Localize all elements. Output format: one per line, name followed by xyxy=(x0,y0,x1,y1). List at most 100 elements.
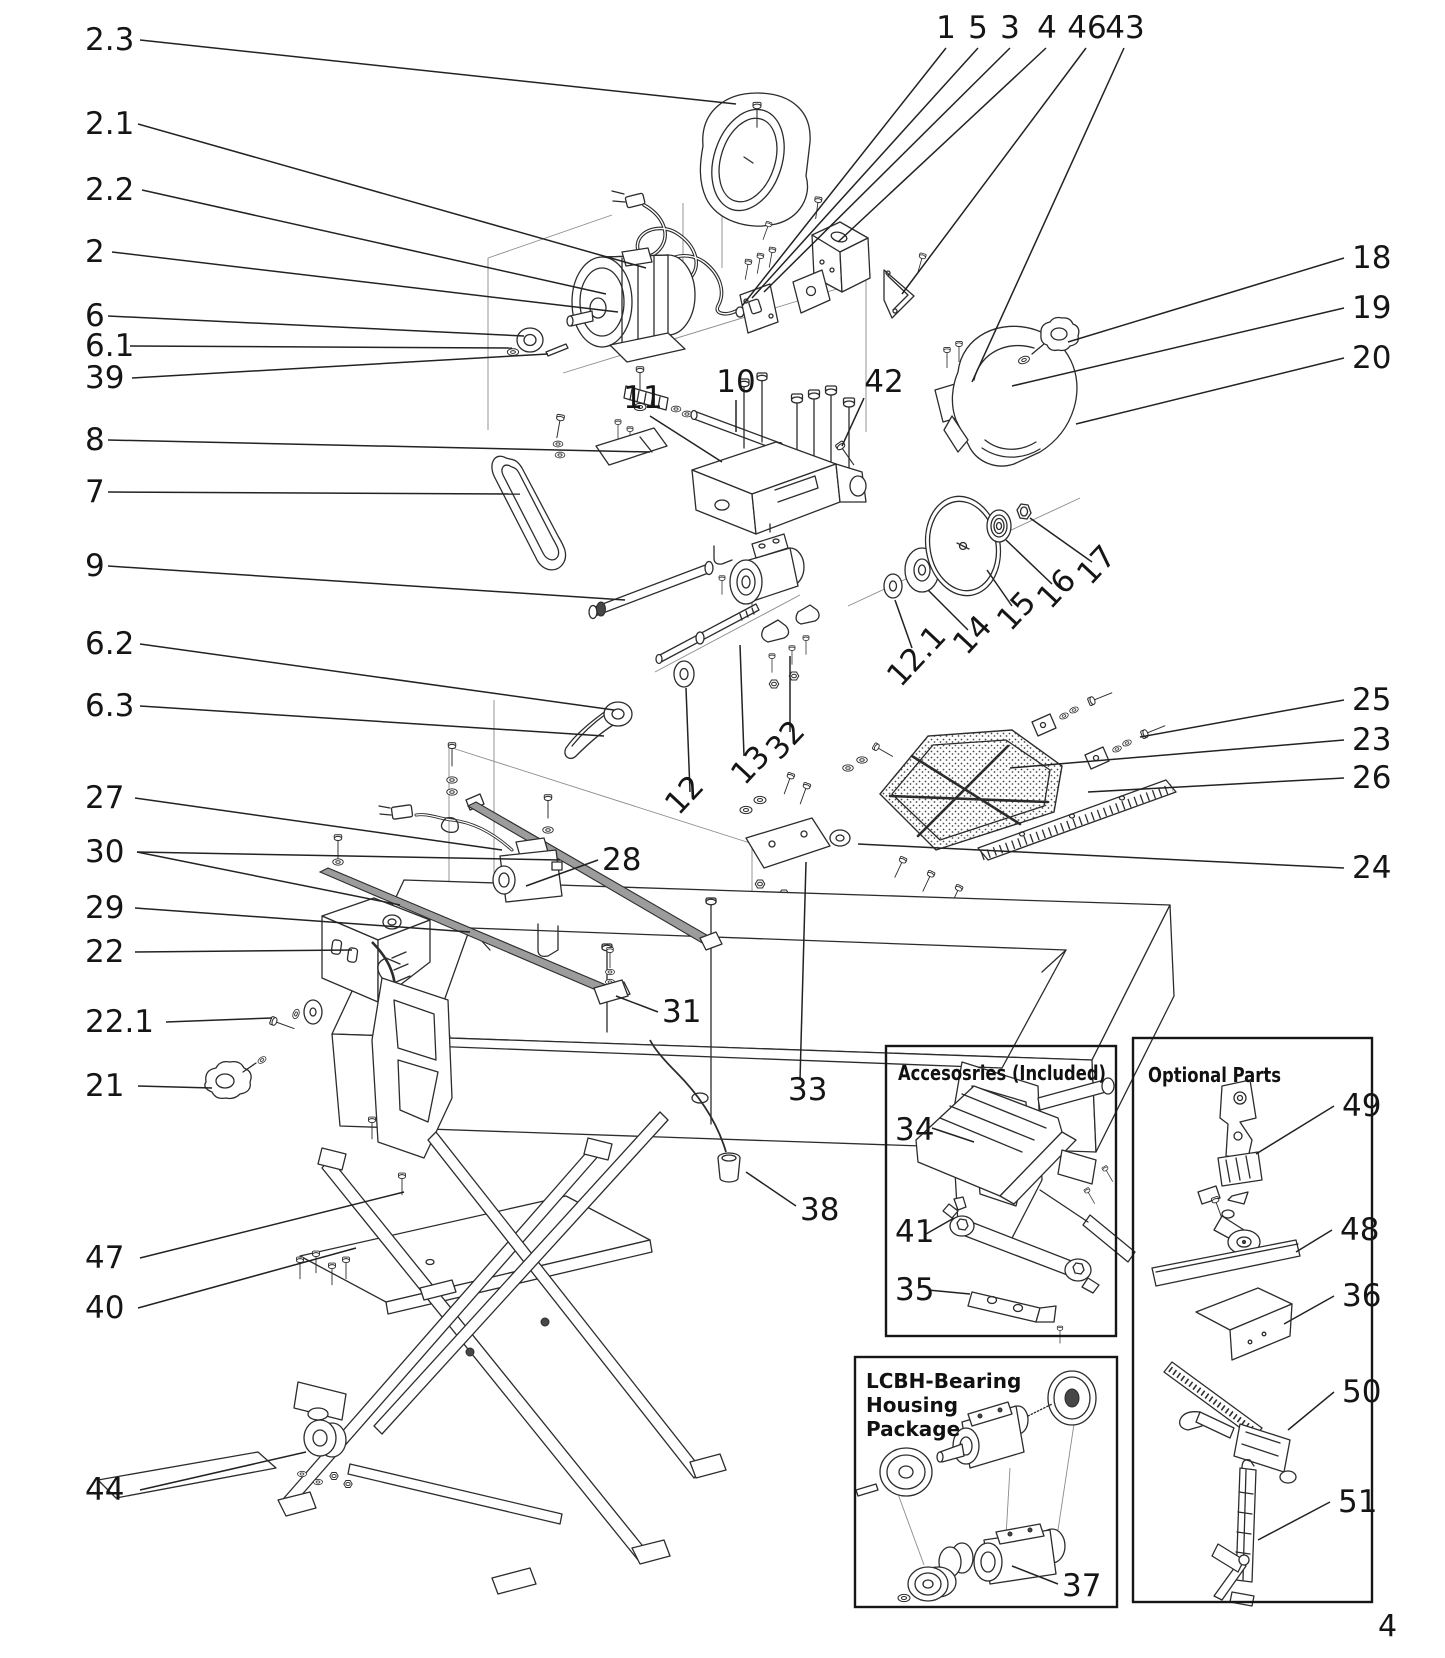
callout-26: 26 xyxy=(1352,760,1391,796)
callout-25: 25 xyxy=(1352,682,1391,718)
carriage xyxy=(691,372,867,607)
callout-20: 20 xyxy=(1352,340,1391,376)
callout-39: 39 xyxy=(85,360,124,396)
pivot-spring xyxy=(623,385,693,418)
callout-labels: 2.3 2.1 2.2 2 6 6.1 39 8 7 9 6.2 6.3 27 … xyxy=(85,10,1391,1604)
callout-6-1: 6.1 xyxy=(85,328,134,364)
lcbh-box-title-line3: Package xyxy=(866,1417,960,1441)
callout-6-3: 6.3 xyxy=(85,688,134,724)
callout-21: 21 xyxy=(85,1068,124,1104)
callout-22-1: 22.1 xyxy=(85,1004,154,1040)
blade-flange-washer xyxy=(883,573,903,599)
optional-clamp-50 xyxy=(1163,1361,1297,1484)
callout-3: 3 xyxy=(1000,10,1020,46)
callout-37: 37 xyxy=(1062,1568,1101,1604)
optional-stand-leg-51 xyxy=(1211,1459,1257,1607)
callout-29: 29 xyxy=(85,890,124,926)
accessory-bracket xyxy=(967,1291,1064,1344)
callout-12: 12 xyxy=(658,768,711,821)
callout-22: 22 xyxy=(85,934,124,970)
callout-36: 36 xyxy=(1342,1278,1381,1314)
sliding-table xyxy=(879,729,1063,851)
callout-5: 5 xyxy=(968,10,988,46)
shaft-clamps xyxy=(761,604,820,689)
optional-roller-guide-48 xyxy=(1151,1185,1301,1287)
roller-shaft xyxy=(588,560,714,620)
callout-12-1: 12.1 xyxy=(880,619,953,694)
callout-28: 28 xyxy=(602,842,641,878)
wire-bracket xyxy=(883,252,927,319)
blade-guard xyxy=(934,325,1078,467)
callout-30: 30 xyxy=(85,834,124,870)
callout-44: 44 xyxy=(85,1472,124,1508)
drive-belt xyxy=(491,455,567,571)
callout-7: 7 xyxy=(85,474,105,510)
switch-box xyxy=(792,196,871,314)
belt-guard-plate xyxy=(552,413,668,466)
left-a-frame xyxy=(371,957,453,1159)
accessories-box-title: Accesosries (Included) xyxy=(898,1061,1106,1085)
callout-43: 43 xyxy=(1105,10,1144,46)
accessories-box: Accesosries (Included) xyxy=(884,1044,1118,1338)
callout-6: 6 xyxy=(85,298,105,334)
callout-42: 42 xyxy=(864,364,903,400)
callout-19: 19 xyxy=(1352,290,1391,326)
callout-46: 46 xyxy=(1067,10,1106,46)
lcbh-box-title-line2: Housing xyxy=(866,1393,958,1417)
arbor-shaft xyxy=(655,603,760,665)
bearing-housing xyxy=(729,523,805,605)
table-ruler xyxy=(977,779,1177,861)
callout-18: 18 xyxy=(1352,240,1391,276)
callout-34: 34 xyxy=(895,1112,934,1148)
optional-cover-36 xyxy=(1195,1287,1293,1361)
callout-41: 41 xyxy=(895,1214,934,1250)
callout-50: 50 xyxy=(1342,1374,1381,1410)
motor xyxy=(566,247,696,412)
arbor-washer xyxy=(673,660,695,688)
callout-35: 35 xyxy=(895,1272,934,1308)
callout-31: 31 xyxy=(662,994,701,1030)
callout-24: 24 xyxy=(1352,850,1391,886)
outer-flange xyxy=(986,509,1012,543)
callout-38: 38 xyxy=(800,1192,839,1228)
optional-parts-box-title: Optional Parts xyxy=(1148,1063,1281,1087)
callout-8: 8 xyxy=(85,422,105,458)
lcbh-box-title-line1: LCBH-Bearing xyxy=(866,1369,1021,1393)
callout-49: 49 xyxy=(1342,1088,1381,1124)
lcbh-box: LCBH-Bearing Housing Package xyxy=(853,1355,1119,1609)
callout-47: 47 xyxy=(85,1240,124,1276)
water-pump xyxy=(378,804,563,903)
table-axle-screws xyxy=(842,688,1167,772)
callout-40: 40 xyxy=(85,1290,124,1326)
optional-parts-box: Optional Parts xyxy=(1131,1036,1374,1604)
hood xyxy=(699,92,811,241)
callout-2-3: 2.3 xyxy=(85,22,134,58)
page-number: 4 xyxy=(1378,1609,1397,1644)
callout-4: 4 xyxy=(1037,10,1057,46)
caster xyxy=(293,1250,353,1488)
drain-plug xyxy=(649,1039,741,1183)
callout-2-1: 2.1 xyxy=(85,106,134,142)
callout-2: 2 xyxy=(85,234,105,270)
callout-33: 33 xyxy=(788,1072,827,1108)
callout-1: 1 xyxy=(936,10,956,46)
accessory-angle-guide xyxy=(915,1085,1116,1206)
callout-6-2: 6.2 xyxy=(85,626,134,662)
accessory-wrench xyxy=(942,1196,1100,1294)
callout-27: 27 xyxy=(85,780,124,816)
frame-knob xyxy=(204,999,323,1100)
optional-bracket-49 xyxy=(1217,1079,1263,1205)
callout-2-2: 2.2 xyxy=(85,172,134,208)
lower-pulley xyxy=(564,701,633,760)
exploded-view-artwork xyxy=(97,92,1301,1607)
callout-11: 11 xyxy=(623,380,662,416)
motor-pulley xyxy=(506,327,569,357)
arbor-nut xyxy=(1016,503,1032,520)
callout-23: 23 xyxy=(1352,722,1391,758)
callout-10: 10 xyxy=(716,364,755,400)
lcbh-assembly xyxy=(855,1370,1097,1603)
table-roller-bracket xyxy=(739,771,964,908)
folding-stand xyxy=(97,1111,727,1595)
